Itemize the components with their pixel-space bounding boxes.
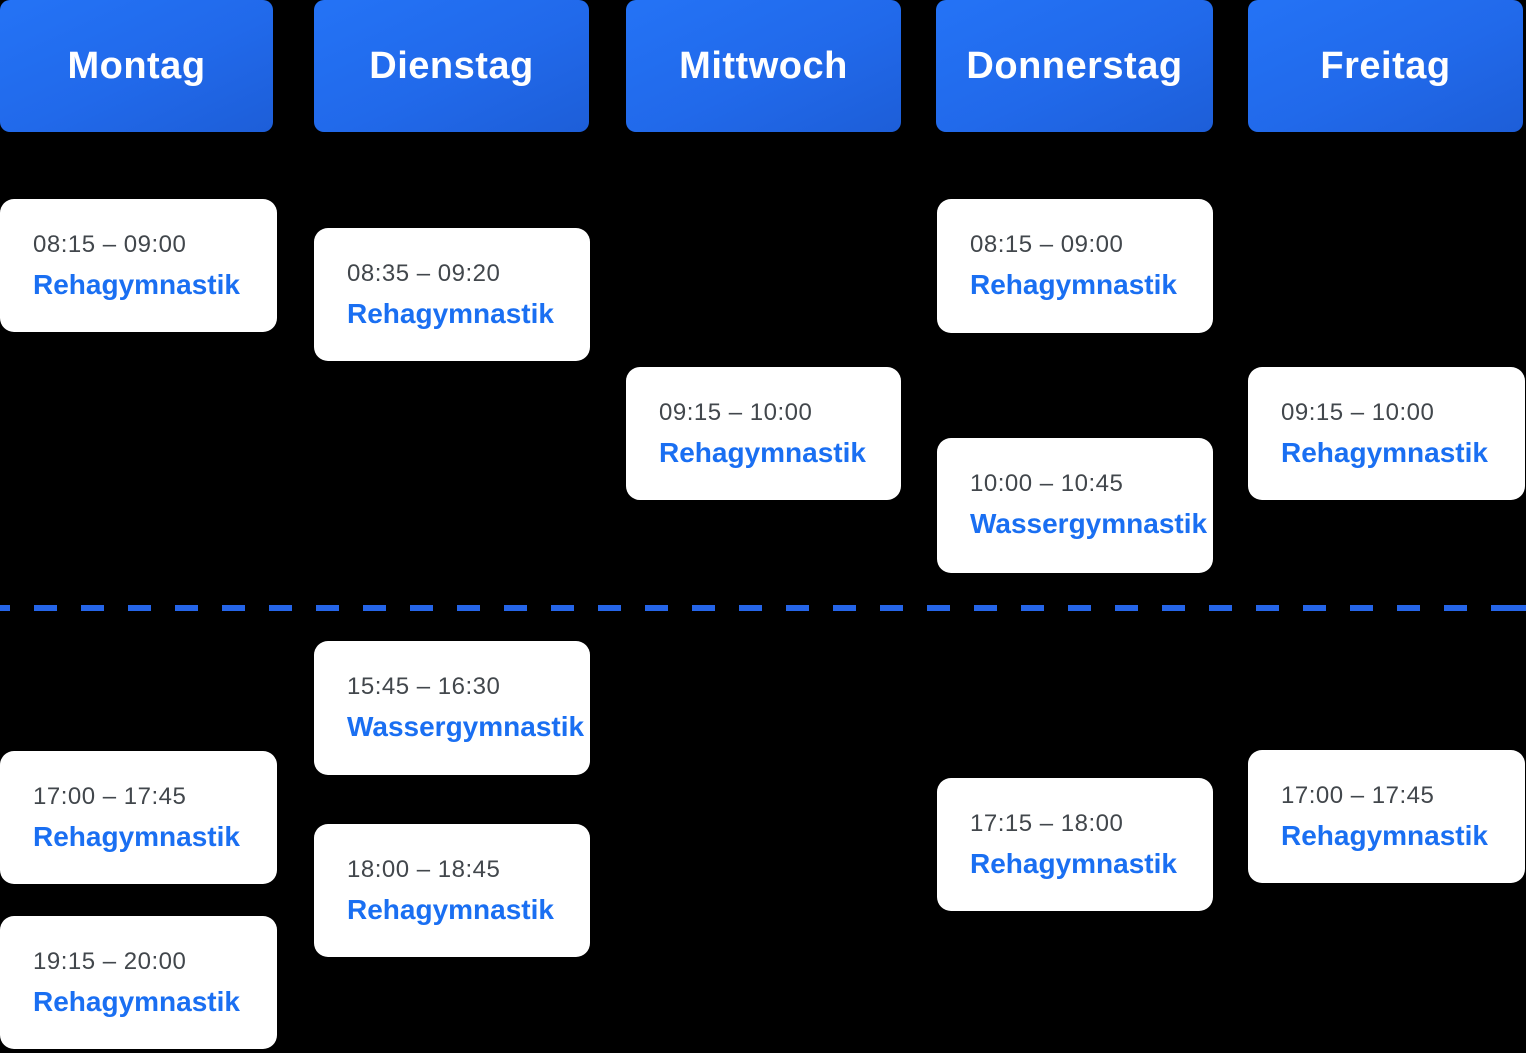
event-course-name: Wassergymnastik (970, 508, 1208, 539)
event-card-donnerstag-3: 17:15 – 18:00 Rehagymnastik (937, 778, 1213, 911)
event-time: 10:00 – 10:45 (970, 470, 1124, 497)
event-time: 08:35 – 09:20 (347, 260, 501, 287)
event-time: 08:15 – 09:00 (33, 231, 187, 258)
event-time: 19:15 – 20:00 (33, 948, 187, 975)
event-card-dienstag-3: 18:00 – 18:45 Rehagymnastik (314, 824, 590, 957)
morning-afternoon-divider (0, 605, 1526, 611)
event-card-dienstag-1: 08:35 – 09:20 Rehagymnastik (314, 228, 590, 361)
event-card-donnerstag-2: 10:00 – 10:45 Wassergymnastik (937, 438, 1213, 573)
event-time: 09:15 – 10:00 (1281, 399, 1435, 426)
event-card-freitag-2: 17:00 – 17:45 Rehagymnastik (1248, 750, 1525, 883)
event-time: 15:45 – 16:30 (347, 673, 501, 700)
event-course-name: Rehagymnastik (33, 269, 240, 300)
day-header-freitag: Freitag (1248, 0, 1523, 132)
day-header-donnerstag: Donnerstag (936, 0, 1213, 132)
event-time: 17:15 – 18:00 (970, 810, 1124, 837)
event-card-montag-2: 17:00 – 17:45 Rehagymnastik (0, 751, 277, 884)
event-course-name: Rehagymnastik (347, 298, 554, 329)
event-time: 17:00 – 17:45 (33, 783, 187, 810)
event-time: 18:00 – 18:45 (347, 856, 501, 883)
event-course-name: Rehagymnastik (1281, 820, 1488, 851)
event-course-name: Rehagymnastik (1281, 437, 1488, 468)
event-course-name: Rehagymnastik (33, 821, 240, 852)
event-time: 09:15 – 10:00 (659, 399, 813, 426)
event-card-freitag-1: 09:15 – 10:00 Rehagymnastik (1248, 367, 1525, 500)
event-card-montag-3: 19:15 – 20:00 Rehagymnastik (0, 916, 277, 1049)
day-header-montag: Montag (0, 0, 273, 132)
event-card-dienstag-2: 15:45 – 16:30 Wassergymnastik (314, 641, 590, 775)
event-card-montag-1: 08:15 – 09:00 Rehagymnastik (0, 199, 277, 332)
day-header-mittwoch: Mittwoch (626, 0, 901, 132)
event-time: 08:15 – 09:00 (970, 231, 1124, 258)
event-course-name: Rehagymnastik (347, 894, 554, 925)
event-course-name: Wassergymnastik (347, 711, 585, 742)
event-card-donnerstag-1: 08:15 – 09:00 Rehagymnastik (937, 199, 1213, 333)
event-time: 17:00 – 17:45 (1281, 782, 1435, 809)
day-header-dienstag: Dienstag (314, 0, 589, 132)
event-course-name: Rehagymnastik (659, 437, 866, 468)
event-card-mittwoch-1: 09:15 – 10:00 Rehagymnastik (626, 367, 901, 500)
event-course-name: Rehagymnastik (970, 269, 1177, 300)
event-course-name: Rehagymnastik (33, 986, 240, 1017)
event-course-name: Rehagymnastik (970, 848, 1177, 879)
